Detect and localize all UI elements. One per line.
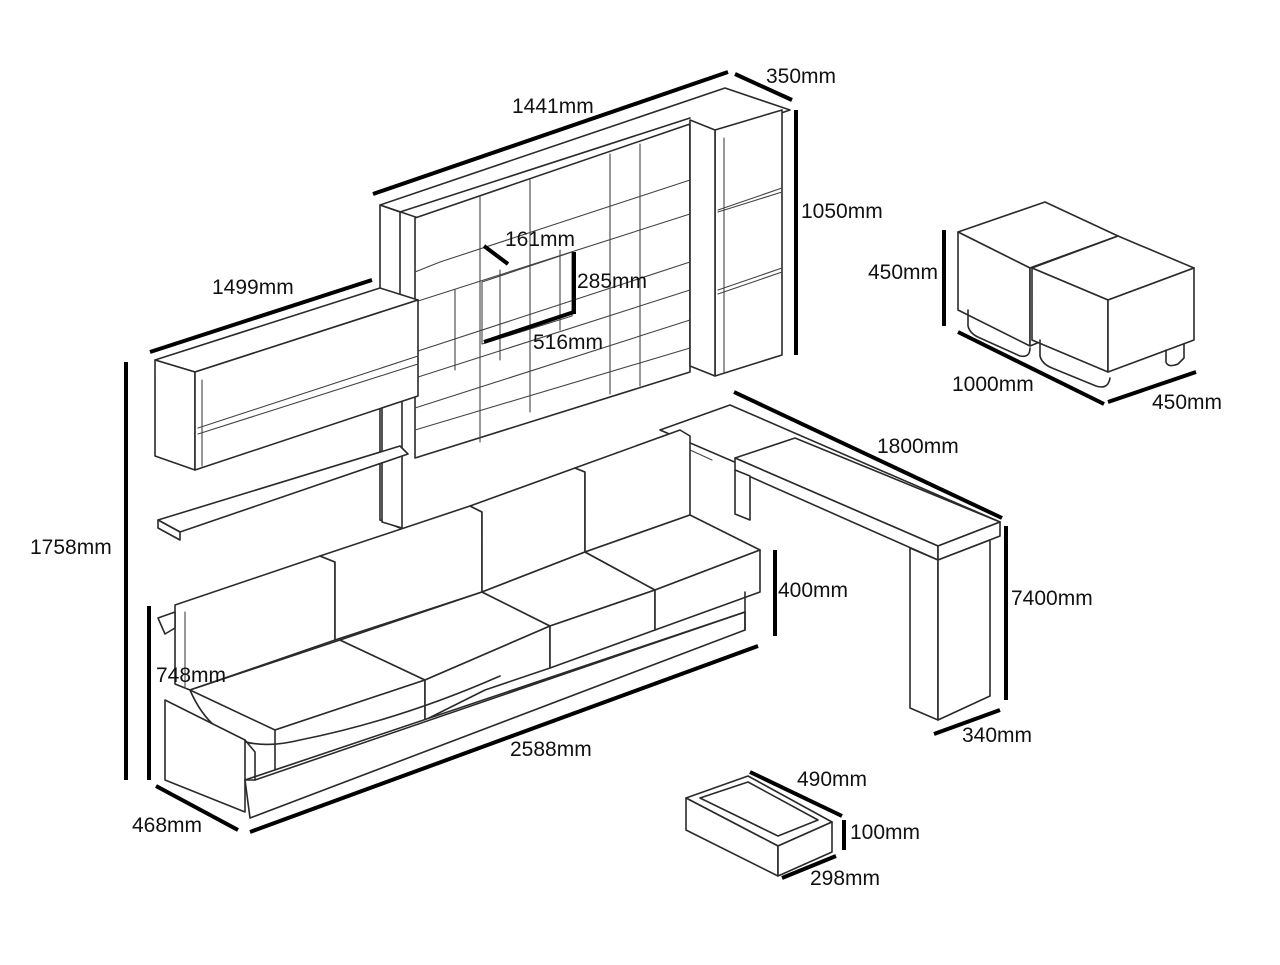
- sofa-back-height-label: 748mm: [156, 664, 226, 687]
- desk-height-label: 7400mm: [1011, 587, 1093, 610]
- desk: [659, 404, 1001, 721]
- sofa-seat-height-label: 400mm: [778, 579, 848, 602]
- shelf-depth-label: 350mm: [766, 65, 836, 88]
- desk-length-label: 1800mm: [877, 435, 959, 458]
- ottoman-length-label: 1000mm: [952, 373, 1034, 396]
- drawer-length-label: 490mm: [797, 768, 867, 791]
- ottoman-height-label: 450mm: [868, 261, 938, 284]
- sofa: [157, 429, 761, 819]
- bookshelf: [379, 87, 791, 529]
- niche-depth-label: 161mm: [505, 228, 575, 251]
- drawer-width-label: 298mm: [810, 867, 880, 890]
- shelf-width-label: 1441mm: [512, 95, 594, 118]
- drawer-height-label: 100mm: [850, 821, 920, 844]
- sofa-length-label: 2588mm: [510, 738, 592, 761]
- niche-height-label: 285mm: [577, 270, 647, 293]
- ottoman-width-label: 450mm: [1152, 391, 1222, 414]
- wall-shelf: [154, 287, 419, 541]
- total-height-label: 1758mm: [30, 536, 112, 559]
- drawer: [685, 775, 833, 877]
- shelf-height-label: 1050mm: [801, 200, 883, 223]
- sofa-depth-label: 468mm: [132, 814, 202, 837]
- ottomans: [957, 201, 1195, 388]
- niche-width-label: 516mm: [533, 331, 603, 354]
- wall-shelf-width-label: 1499mm: [212, 276, 294, 299]
- desk-depth-label: 340mm: [962, 724, 1032, 747]
- dimension-labels: 1441mm 350mm 1050mm 161mm 285mm 516mm 14…: [30, 65, 1222, 890]
- dimension-lines: [124, 70, 1197, 880]
